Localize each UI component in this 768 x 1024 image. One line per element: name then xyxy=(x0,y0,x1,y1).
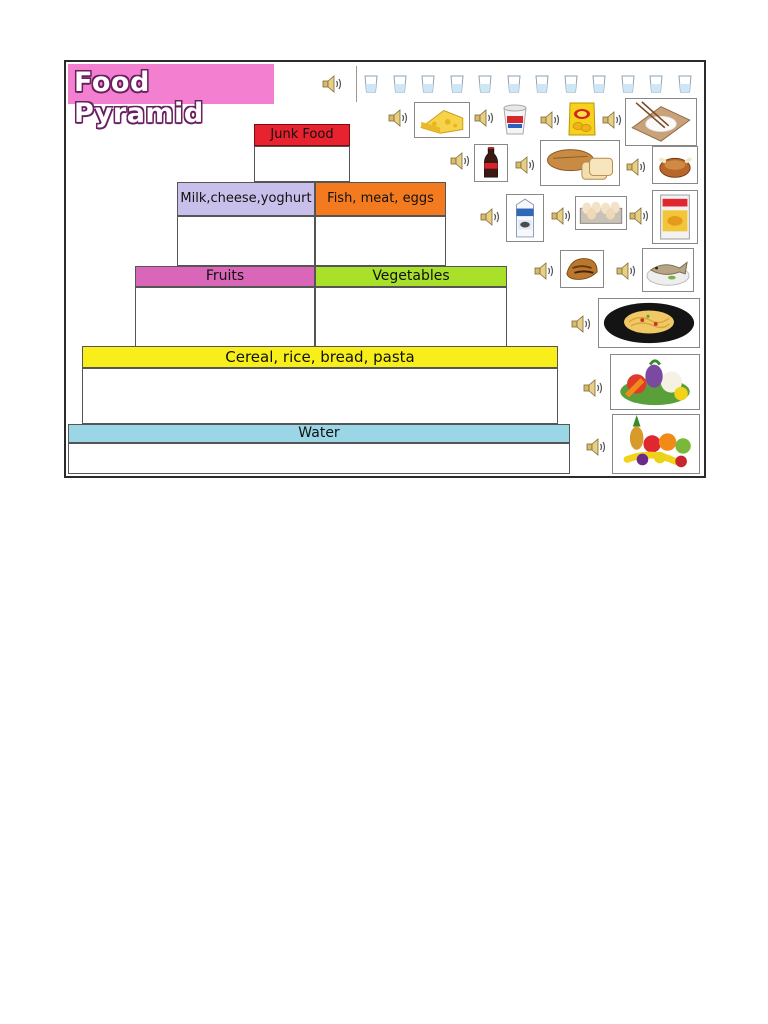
water-glass-icon[interactable] xyxy=(478,75,492,93)
protein-label: Fish, meat, eggs xyxy=(315,182,446,216)
speaker-icon xyxy=(480,208,500,226)
junk-food-drop-zone[interactable] xyxy=(254,146,350,182)
audio-button[interactable] xyxy=(586,438,608,456)
speaker-icon xyxy=(571,315,591,333)
audio-button[interactable] xyxy=(474,109,496,127)
audio-button[interactable] xyxy=(388,109,410,127)
water-glass-icon[interactable] xyxy=(507,75,521,93)
fruits-label: Fruits xyxy=(135,266,315,287)
grains-label: Cereal, rice, bread, pasta xyxy=(82,346,558,368)
food-card-crisps[interactable] xyxy=(566,100,598,138)
water-glass-icon[interactable] xyxy=(592,75,606,93)
food-card-pastry[interactable] xyxy=(560,250,604,288)
water-glass-icon[interactable] xyxy=(535,75,549,93)
yoghurt-icon xyxy=(503,104,527,135)
food-card-vegetables[interactable] xyxy=(610,354,700,410)
water-glass-icon[interactable] xyxy=(678,75,692,93)
fruits-drop-zone[interactable] xyxy=(135,287,315,348)
food-card-pasta[interactable] xyxy=(598,298,700,348)
audio-button[interactable] xyxy=(583,379,605,397)
junk-food-label: Junk Food xyxy=(254,124,350,146)
speaker-icon xyxy=(322,75,342,93)
speaker-icon xyxy=(515,156,535,174)
pasta-icon xyxy=(603,302,695,344)
title-banner: Food Pyramid xyxy=(68,64,274,129)
water-glass-icon[interactable] xyxy=(621,75,635,93)
water-glass-icon[interactable] xyxy=(564,75,578,93)
protein-drop-zone[interactable] xyxy=(315,216,446,266)
food-card-chicken[interactable] xyxy=(652,146,698,184)
fish-icon xyxy=(646,261,690,286)
vegetables-label: Vegetables xyxy=(315,266,507,287)
speaker-icon xyxy=(450,152,470,170)
speaker-icon xyxy=(616,262,636,280)
speaker-icon xyxy=(586,438,606,456)
water-glass-icon[interactable] xyxy=(364,75,378,93)
eggs-icon xyxy=(579,201,623,224)
food-card-corn-flakes[interactable] xyxy=(652,190,698,244)
grains-drop-zone[interactable] xyxy=(82,368,558,424)
audio-button[interactable] xyxy=(626,158,648,176)
pastry-icon xyxy=(566,258,598,280)
audio-button[interactable] xyxy=(629,207,651,225)
food-card-fruits[interactable] xyxy=(612,414,700,474)
chicken-icon xyxy=(659,157,692,178)
milk-icon xyxy=(516,198,534,238)
food-card-rice[interactable] xyxy=(625,98,697,146)
water-glass-icon[interactable] xyxy=(421,75,435,93)
water-glasses-row xyxy=(356,66,699,102)
speaker-icon xyxy=(534,262,554,280)
food-card-cheese[interactable] xyxy=(414,102,470,138)
crisps-icon xyxy=(568,102,596,136)
audio-button[interactable] xyxy=(551,207,573,225)
food-card-fish[interactable] xyxy=(642,248,694,292)
audio-button[interactable] xyxy=(480,208,502,226)
food-card-cola[interactable] xyxy=(474,144,508,182)
worksheet-panel: Food Pyramid Junk Food Milk,cheese,yoghu… xyxy=(64,60,706,478)
water-glass-icon[interactable] xyxy=(393,75,407,93)
audio-button[interactable] xyxy=(602,111,624,129)
fruits-icon xyxy=(623,415,691,468)
dairy-label: Milk,cheese,yoghurt xyxy=(177,182,315,216)
audio-button[interactable] xyxy=(450,152,472,170)
water-glass-icon[interactable] xyxy=(649,75,663,93)
water-drop-zone[interactable] xyxy=(68,443,570,474)
speaker-icon xyxy=(474,109,494,127)
food-card-yoghurt[interactable] xyxy=(498,100,532,138)
audio-button[interactable] xyxy=(534,262,556,280)
vegetables-icon xyxy=(620,359,690,406)
speaker-icon xyxy=(540,111,560,129)
food-card-eggs[interactable] xyxy=(575,196,627,230)
speaker-icon xyxy=(583,379,603,397)
page-title: Food Pyramid xyxy=(74,67,204,129)
water-audio-button[interactable] xyxy=(322,75,344,93)
food-card-bread[interactable] xyxy=(540,140,620,186)
cola-icon xyxy=(484,147,498,178)
speaker-icon xyxy=(388,109,408,127)
audio-button[interactable] xyxy=(540,111,562,129)
bread-icon xyxy=(547,149,613,180)
audio-button[interactable] xyxy=(571,315,593,333)
cheese-icon xyxy=(420,110,464,134)
food-card-milk[interactable] xyxy=(506,194,544,242)
water-glass-icon[interactable] xyxy=(450,75,464,93)
speaker-icon xyxy=(629,207,649,225)
cereal-box-icon xyxy=(660,194,690,240)
water-label: Water xyxy=(68,424,570,443)
vegetables-drop-zone[interactable] xyxy=(315,287,507,348)
speaker-icon xyxy=(626,158,646,176)
rice-icon xyxy=(631,101,691,142)
audio-button[interactable] xyxy=(515,156,537,174)
dairy-drop-zone[interactable] xyxy=(177,216,315,266)
speaker-icon xyxy=(602,111,622,129)
speaker-icon xyxy=(551,207,571,225)
audio-button[interactable] xyxy=(616,262,638,280)
